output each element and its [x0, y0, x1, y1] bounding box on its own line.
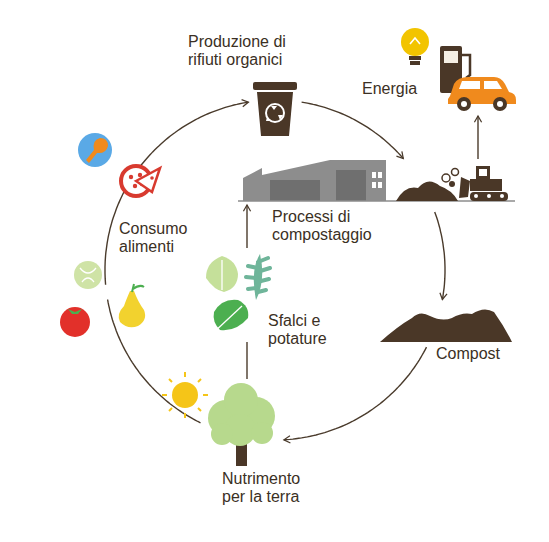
- leaves: [206, 254, 270, 334]
- sun: [162, 372, 208, 418]
- stage-text: Nutrimento per la terra: [222, 470, 318, 506]
- composting-plant: [238, 160, 515, 201]
- stage-text: Produzione di rifiuti organici: [188, 33, 328, 69]
- energy-icons: [401, 28, 516, 111]
- cycle-arrow: [246, 342, 247, 379]
- cycle-arrow: [284, 347, 427, 440]
- cycle-arrow: [435, 212, 445, 300]
- stage-label: Compost: [436, 345, 500, 363]
- stage-text: Compost: [436, 345, 500, 363]
- stage-label: Processi di compostaggio: [272, 208, 398, 244]
- stage-text: Sfalci e potature: [268, 312, 348, 348]
- cycle-arrow: [246, 205, 247, 248]
- cycle-arrow: [302, 102, 404, 158]
- cycle-arrow: [105, 102, 248, 285]
- stage-label: Sfalci e potature: [268, 312, 348, 348]
- stage-label: Consumo alimenti: [119, 220, 199, 256]
- stage-label: Nutrimento per la terra: [222, 470, 318, 506]
- stage-label: Produzione di rifiuti organici: [188, 33, 328, 69]
- stage-text: Energia: [362, 80, 417, 98]
- organic-bin: [253, 82, 297, 136]
- stage-text: Processi di compostaggio: [272, 208, 398, 244]
- tree: [208, 383, 275, 466]
- compost-mound: [380, 309, 512, 342]
- stage-text: Consumo alimenti: [119, 220, 199, 256]
- cycle-arrow: [477, 116, 478, 159]
- stage-label: Energia: [362, 80, 417, 98]
